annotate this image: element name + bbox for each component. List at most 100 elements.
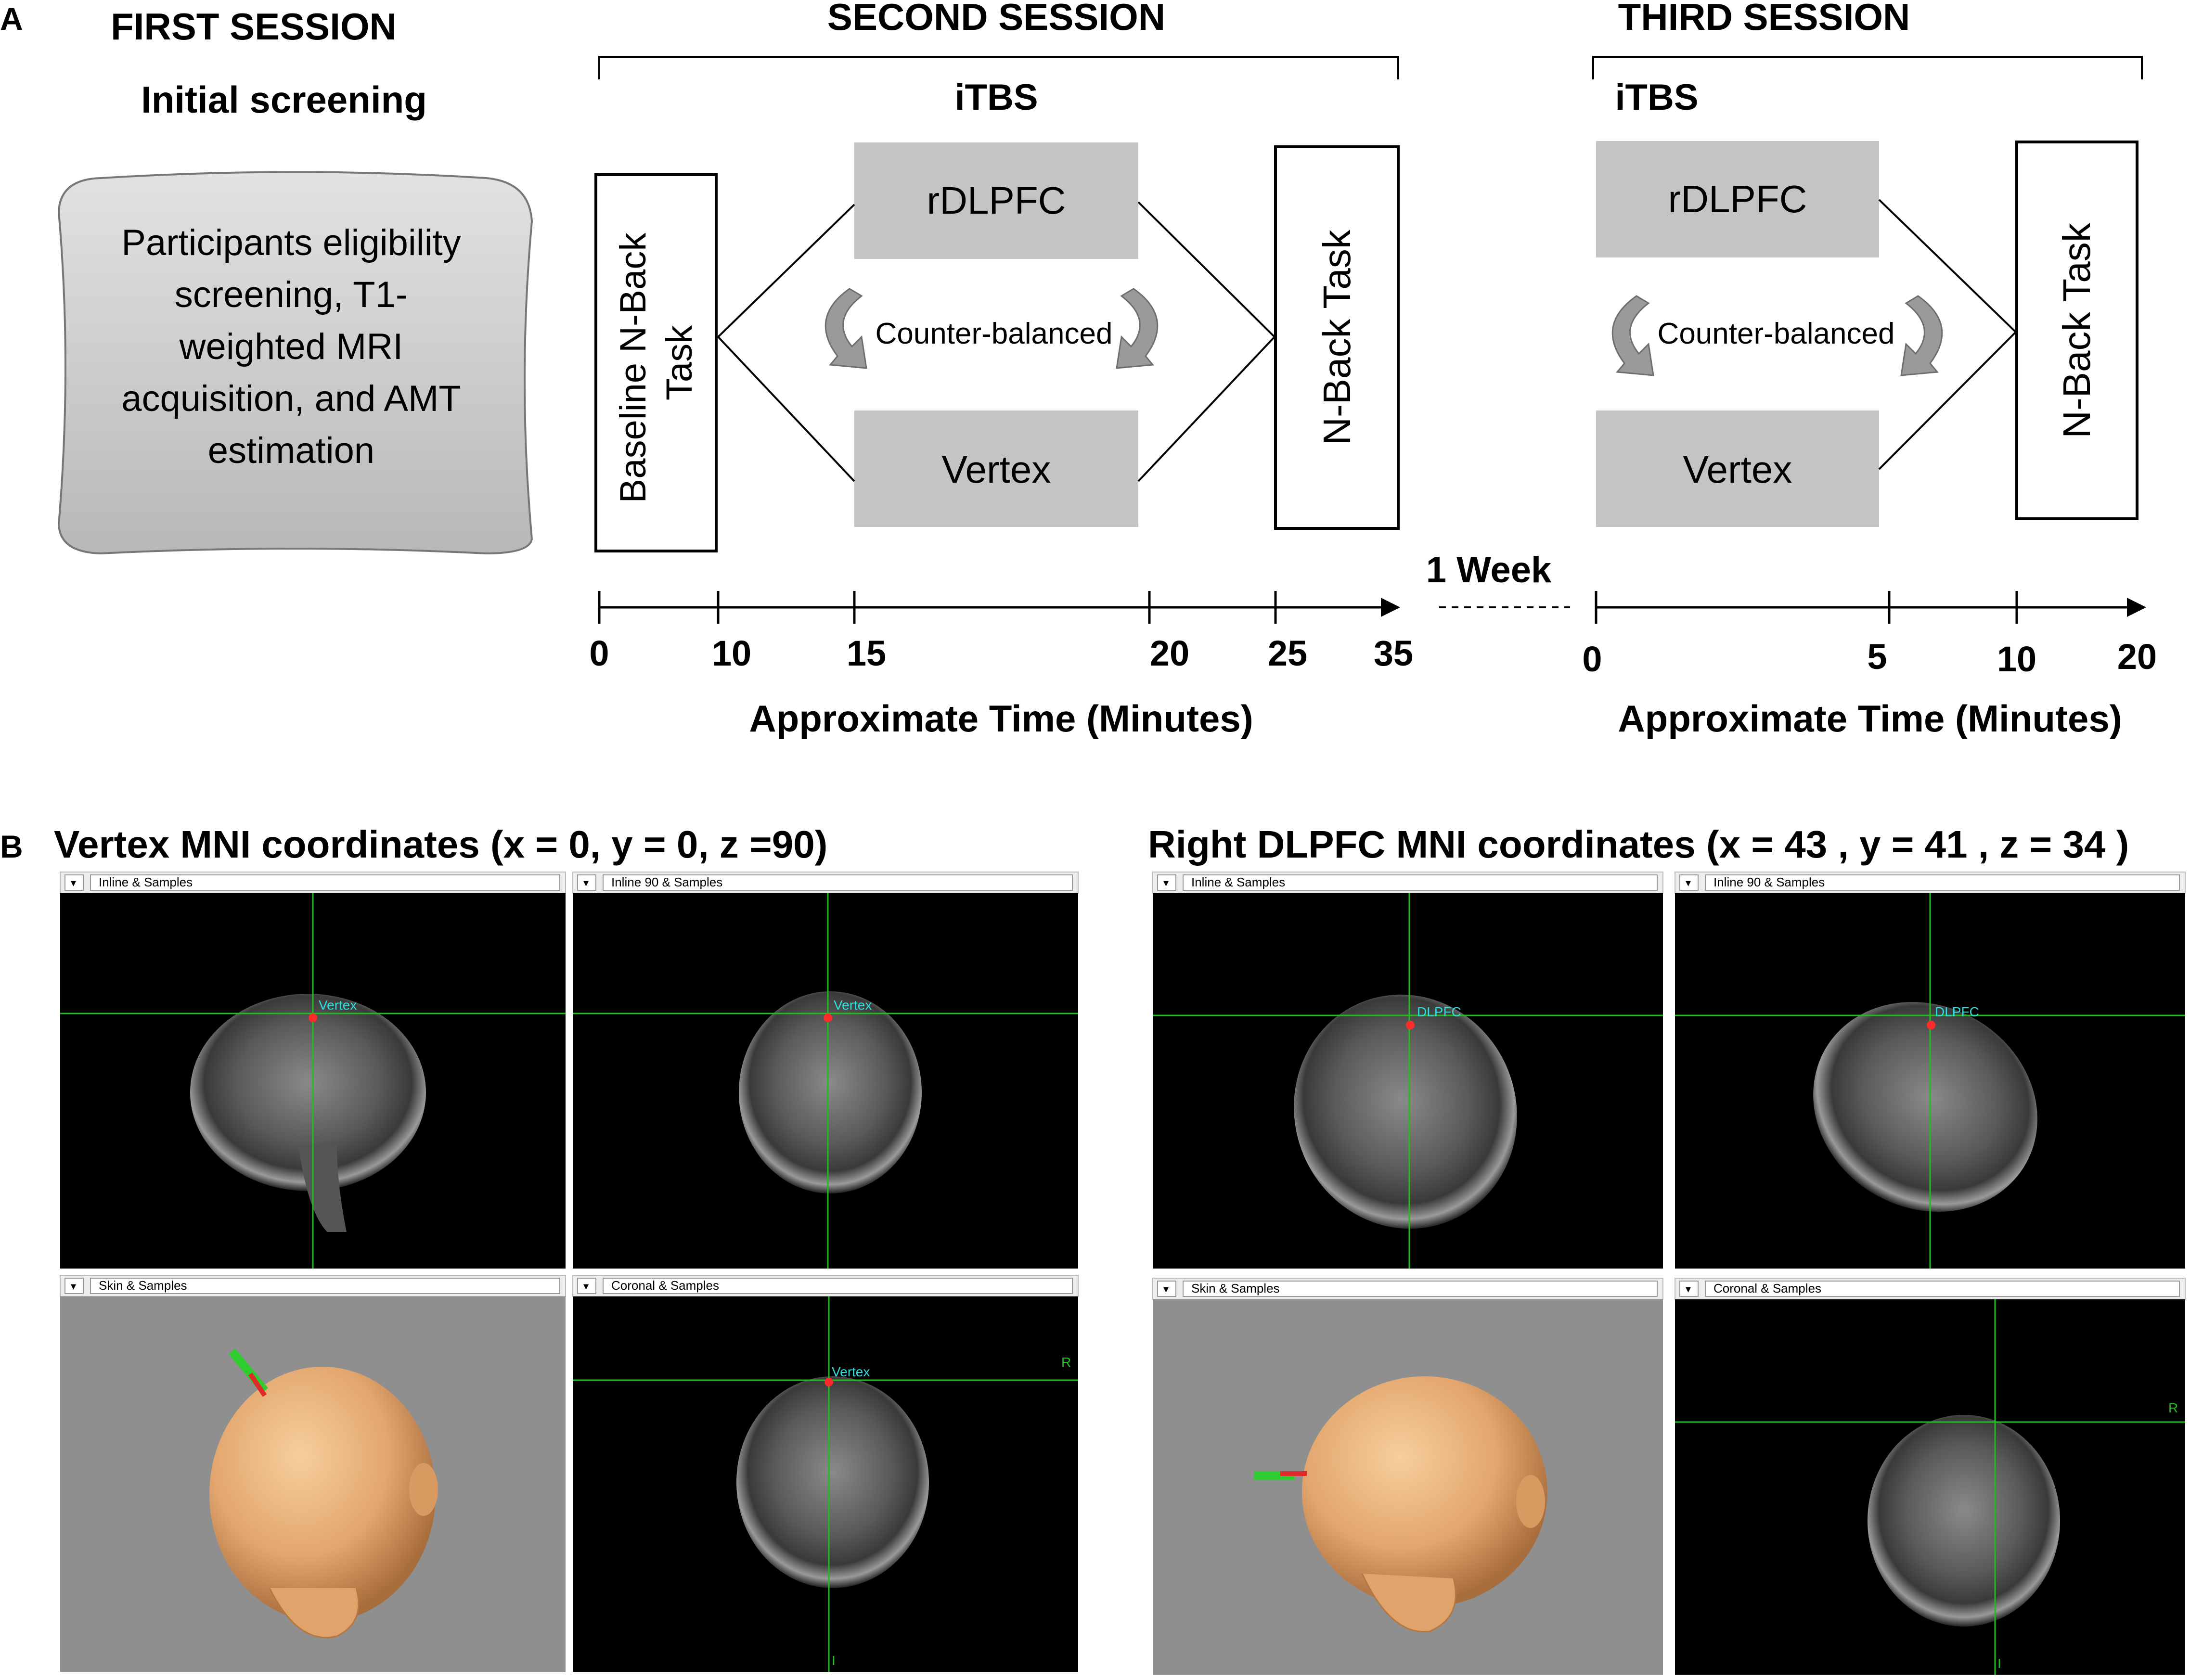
axis-label-third: Approximate Time (Minutes) [1618,697,2122,740]
second-session-bracket [598,56,1399,79]
tick-label: 10 [1997,639,2036,679]
target-label: DLPFC [1417,1004,1461,1019]
brain-sagittal-slice [190,994,426,1191]
view-select[interactable] [603,874,1073,891]
screening-line-2: screening, T1- [175,274,408,315]
ear [1516,1475,1545,1528]
view-menu-button[interactable] [1679,874,1699,891]
target-marker [1406,1021,1415,1029]
view-menu-button[interactable] [64,874,84,891]
tick-label: 10 [712,633,751,673]
chevron-down-icon: ▾ [583,1280,589,1292]
dlpfc-coords-title: Right DLPFC MNI coordinates (x = 43 , y … [1148,823,2129,866]
nback-box [1274,145,1400,530]
view-select[interactable] [1705,1281,2180,1297]
chevron-down-icon: ▾ [1686,1283,1691,1295]
chevron-down-icon: ▾ [1163,877,1169,889]
view-select[interactable] [1183,1281,1658,1297]
target-marker [824,1013,832,1022]
view-menu-button[interactable] [577,874,596,891]
dlpfc-neuronav-views: ▾ Inline & Samples DLPFC ▾ Inline 90 & S… [1152,872,2186,1675]
counter-balanced-label-third: Counter-balanced [1658,317,1895,350]
view-menu-button[interactable] [64,1278,84,1294]
rdlpfc-box-third [1596,141,1879,257]
rdlpfc-box [854,142,1138,259]
view-menu-button[interactable] [1157,1281,1176,1297]
target-marker [1927,1021,1935,1029]
vertex-label: Vertex [942,448,1051,491]
nback-label-third: N-Back Task [2055,222,2098,438]
orientation-i: I [832,1653,836,1668]
view-select[interactable] [1183,874,1658,891]
view-skin: ▾ Skin & Samples [60,1275,566,1672]
target-label: Vertex [319,998,357,1013]
view-skin: ▾ Skin & Samples [1152,1278,1663,1675]
vertex-neuronav-views: ▾ Inline & Samples Vertex ▾ Inline 90 & … [60,872,1079,1672]
axis-label-second: Approximate Time (Minutes) [749,697,1253,740]
orientation-r: R [1061,1355,1071,1370]
chevron-down-icon: ▾ [1163,1283,1169,1295]
tick-label: 35 [1374,633,1413,673]
view-inline: ▾ Inline & Samples Vertex [60,872,566,1269]
view-select-label: Skin & Samples [99,1278,187,1293]
view-inline-90: ▾ Inline 90 & Samples Vertex [572,872,1079,1269]
flow-lines-third [1878,199,2017,470]
target-label: Vertex [832,1364,870,1379]
rdlpfc-label: rDLPFC [927,179,1066,222]
brain-coronal-slice [1868,1415,2060,1627]
view-select[interactable] [603,1278,1073,1294]
view-select[interactable] [90,1278,560,1294]
view-menu-button[interactable] [1679,1281,1699,1297]
counterbalance-arrows-third [1611,295,1943,376]
first-session-subtitle: Initial screening [141,78,427,121]
second-session-itbs: iTBS [954,77,1038,118]
timeline-third [1595,591,2146,624]
tick-label: 0 [1582,639,1602,679]
view-coronal: ▾ Coronal & Samples R I [1675,1278,2186,1675]
target-marker [824,1378,833,1386]
target-marker [309,1013,317,1022]
screening-text: Participants eligibility screening, T1- … [121,222,461,471]
coil-tip [248,1372,267,1397]
curved-arrow-right-icon [1900,295,1943,376]
first-session: FIRST SESSION Initial screening Particip… [57,5,533,555]
face [1361,1573,1456,1633]
flow-lines [717,201,1275,482]
second-session: SECOND SESSION iTBS Baseline N-Back Task… [589,0,1413,740]
baseline-nback-label: Baseline N-Back Task [613,223,700,503]
screening-line-3: weighted MRI [179,326,403,367]
timeline-second [598,591,1400,624]
face [269,1588,360,1639]
curved-arrow-right-icon [1116,288,1159,369]
nback-box-third [2015,141,2138,520]
orientation-i: I [1997,1656,2001,1671]
panel-b: B Vertex MNI coordinates (x = 0, y = 0, … [0,823,2186,1675]
chevron-down-icon: ▾ [71,1280,76,1292]
view-select-label: Inline & Samples [1191,875,1285,889]
view-coronal: ▾ Coronal & Samples Vertex R I [572,1275,1079,1672]
vertex-label-third: Vertex [1683,448,1792,491]
orientation-r: R [2168,1400,2178,1415]
tick-label: 0 [589,633,609,673]
baseline-nback-box [594,173,718,552]
tick-label: 20 [1150,633,1189,673]
screening-line-4: acquisition, and AMT [121,378,461,419]
view-select-label: Inline 90 & Samples [1713,875,1825,889]
brainstem [298,1145,347,1232]
view-menu-button[interactable] [1157,874,1176,891]
baseline-line-1: Baseline N-Back [613,232,654,503]
third-session-bracket [1592,56,2143,79]
screening-line-1: Participants eligibility [121,222,461,263]
view-select-label: Inline & Samples [99,875,193,889]
tick-label: 5 [1867,637,1887,677]
ear [409,1463,438,1516]
view-select[interactable] [90,874,560,891]
one-week-label: 1 Week [1426,550,1552,590]
vertex-box-third [1596,410,1879,527]
target-label: Vertex [834,998,872,1013]
view-select[interactable] [1705,874,2180,891]
screening-box [57,171,533,555]
view-menu-button[interactable] [577,1278,596,1294]
brain-coronal-slice [736,1376,929,1588]
